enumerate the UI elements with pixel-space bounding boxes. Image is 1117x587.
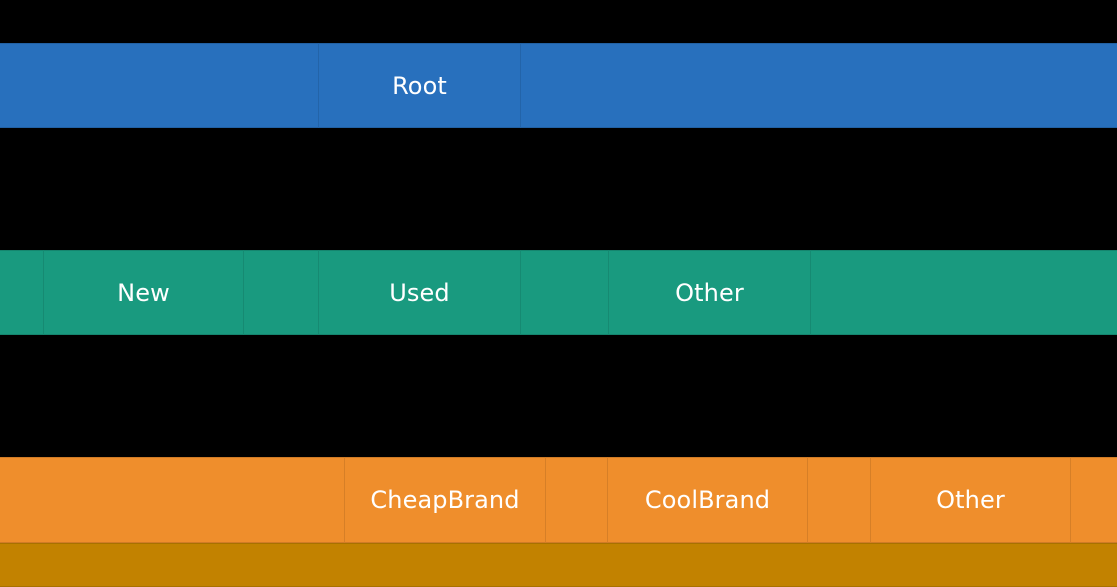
level-root-level: Root <box>0 43 1117 128</box>
node-label: Other <box>936 486 1005 514</box>
node-label: Root <box>392 71 447 100</box>
node-other[interactable]: Other <box>870 457 1070 543</box>
node-unlabeled[interactable] <box>0 43 318 128</box>
node-unlabeled[interactable] <box>807 457 870 543</box>
node-other[interactable]: Other <box>608 250 810 335</box>
level-brand-level: CheapBrand CoolBrand Other <box>0 457 1117 543</box>
node-label: CoolBrand <box>644 486 771 514</box>
node-unlabeled[interactable] <box>520 43 1117 128</box>
level-condition-level: New Used Other <box>0 250 1117 335</box>
node-unlabeled[interactable] <box>0 543 1117 587</box>
node-label: Other <box>675 278 744 307</box>
node-unlabeled[interactable] <box>0 250 43 335</box>
node-label: Used <box>389 278 450 307</box>
level-leaf-level <box>0 543 1117 587</box>
node-root[interactable]: Root <box>318 43 520 128</box>
node-unlabeled[interactable] <box>520 250 608 335</box>
node-label: CheapBrand <box>370 486 520 514</box>
node-new[interactable]: New <box>43 250 243 335</box>
node-unlabeled[interactable] <box>0 457 344 543</box>
node-coolbrand[interactable]: CoolBrand <box>607 457 807 543</box>
node-cheapbrand[interactable]: CheapBrand <box>344 457 545 543</box>
node-used[interactable]: Used <box>318 250 520 335</box>
node-unlabeled[interactable] <box>810 250 1117 335</box>
node-unlabeled[interactable] <box>243 250 318 335</box>
node-unlabeled[interactable] <box>545 457 607 543</box>
node-label: New <box>117 278 170 307</box>
node-unlabeled[interactable] <box>1070 457 1117 543</box>
